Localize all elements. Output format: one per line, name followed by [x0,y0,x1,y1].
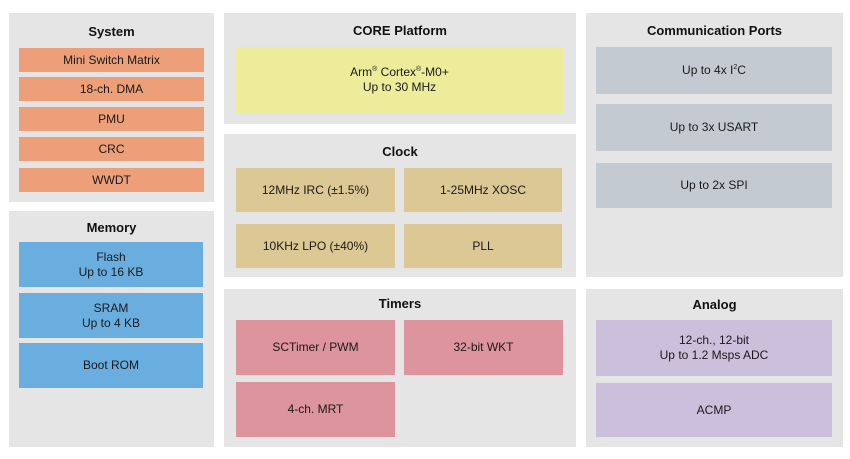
dma-block: 18-ch. DMA [19,77,204,101]
flash-size: Up to 16 KB [78,264,144,279]
cpu-name: Arm® Cortex®-M0+ [350,65,449,79]
boot-rom-block: Boot ROM [19,343,203,388]
mini-switch-matrix-block: Mini Switch Matrix [19,48,204,72]
sram-label: SRAM [93,300,129,315]
sram-size: Up to 4 KB [81,315,141,330]
mrt-block: 4-ch. MRT [236,382,395,437]
analog-title: Analog [692,297,737,312]
core-platform-panel: CORE Platform Arm® Cortex®-M0+ Up to 30 … [224,13,576,124]
pll-block: PLL [404,224,562,268]
flash-label: Flash [96,249,126,264]
sctimer-pwm-block: SCTimer / PWM [236,320,395,375]
spi-block: Up to 2x SPI [596,163,832,208]
memory-title: Memory [86,220,137,235]
communication-ports-panel: Communication Ports Up to 4x I2C Up to 3… [586,13,843,277]
system-title: System [88,24,135,39]
flash-block: Flash Up to 16 KB [19,242,203,287]
i2c-block: Up to 4x I2C [596,47,832,94]
core-platform-title: CORE Platform [353,23,447,38]
cpu-speed: Up to 30 MHz [362,80,437,94]
communication-ports-title: Communication Ports [646,23,783,38]
clock-title: Clock [382,144,418,159]
wwdt-block: WWDT [19,168,204,192]
pmu-block: PMU [19,107,204,131]
adc-block: 12-ch., 12-bit Up to 1.2 Msps ADC [596,320,832,376]
memory-panel: Memory Flash Up to 16 KB SRAM Up to 4 KB… [9,211,214,447]
timers-panel: Timers SCTimer / PWM 32-bit WKT 4-ch. MR… [224,289,576,447]
xosc-block: 1-25MHz XOSC [404,168,562,212]
acmp-block: ACMP [596,383,832,437]
i2c-label: Up to 4x I2C [682,63,746,77]
analog-panel: Analog 12-ch., 12-bit Up to 1.2 Msps ADC… [586,289,843,447]
lpo-block: 10KHz LPO (±40%) [236,224,395,268]
irc-block: 12MHz IRC (±1.5%) [236,168,395,212]
sram-block: SRAM Up to 4 KB [19,293,203,338]
usart-block: Up to 3x USART [596,104,832,151]
crc-block: CRC [19,137,204,161]
timers-title: Timers [378,296,422,311]
wkt-block: 32-bit WKT [404,320,563,375]
clock-panel: Clock 12MHz IRC (±1.5%) 1-25MHz XOSC 10K… [224,134,576,277]
cortex-m0-block: Arm® Cortex®-M0+ Up to 30 MHz [236,47,563,113]
adc-channels: 12-ch., 12-bit [678,333,750,347]
adc-rate: Up to 1.2 Msps ADC [659,348,769,362]
system-panel: System Mini Switch Matrix 18-ch. DMA PMU… [9,13,214,202]
